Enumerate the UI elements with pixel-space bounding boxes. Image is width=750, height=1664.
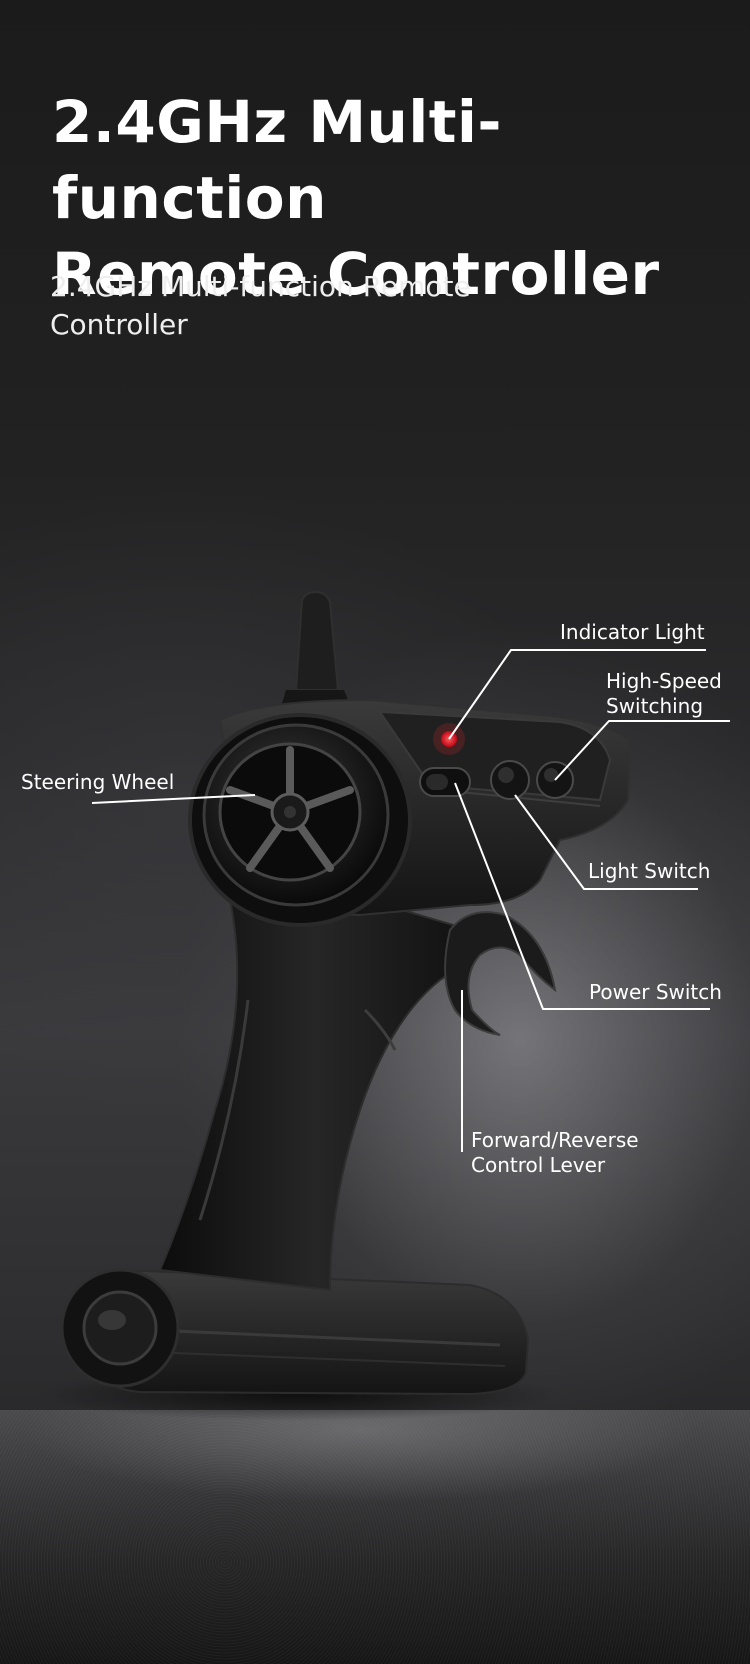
label-forward-reverse-lever: Forward/Reverse Control Lever [471, 1128, 639, 1178]
label-high-speed-line-2: Switching [606, 694, 704, 718]
page-subtitle: 2.4GHz Multi-function Remote Controller [50, 270, 471, 341]
title-line-1: 2.4GHz Multi-function [52, 88, 502, 232]
title-line-2: Remote Controller [52, 240, 660, 308]
antenna [280, 590, 352, 710]
label-high-speed-line-1: High-Speed [606, 669, 722, 693]
trigger-lever [444, 911, 557, 1036]
power-switch [419, 767, 471, 797]
steering-wheel [188, 713, 412, 927]
label-lever-line-1: Forward/Reverse [471, 1128, 639, 1152]
label-power-switch: Power Switch [589, 980, 722, 1004]
light-switch-button [490, 760, 530, 800]
page-title: 2.4GHz Multi-function Remote Controller [52, 84, 742, 312]
floor-backdrop [0, 1410, 750, 1664]
label-steering-wheel: Steering Wheel [21, 770, 175, 794]
label-high-speed-switching: High-Speed Switching [606, 669, 722, 719]
high-speed-button [536, 761, 574, 799]
base-stand [60, 1268, 530, 1396]
label-light-switch: Light Switch [588, 859, 711, 883]
indicator-led-glow [433, 723, 465, 755]
label-indicator-light: Indicator Light [560, 620, 705, 644]
label-lever-line-2: Control Lever [471, 1153, 606, 1177]
grip-handle [158, 878, 472, 1292]
